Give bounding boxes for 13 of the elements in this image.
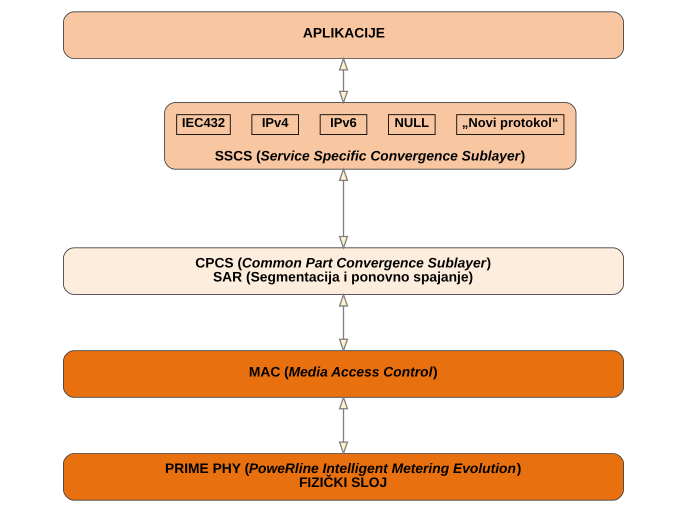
node-box: IPv4 <box>250 114 298 135</box>
arrow <box>338 167 348 250</box>
node-box: IPv6 <box>319 114 367 135</box>
node-box: IEC432 <box>176 114 230 135</box>
node-box: APLIKACIJE <box>62 11 624 59</box>
node-box: PRIME PHY (PoweRline Intelligent Metering Evolution) FIZIČKI SLOJ <box>62 453 624 501</box>
arrow <box>338 56 348 105</box>
node-box: MAC (Media Access Control) <box>62 350 624 398</box>
node-box: CPCS (Common Part Convergence Sublayer) SAR (Segmentacija i ponovno spajanje) <box>62 247 624 295</box>
node-box: NULL <box>388 114 436 135</box>
arrow <box>338 292 348 352</box>
node-box: „Novi protokol“ <box>456 114 564 135</box>
arrow <box>338 396 348 456</box>
